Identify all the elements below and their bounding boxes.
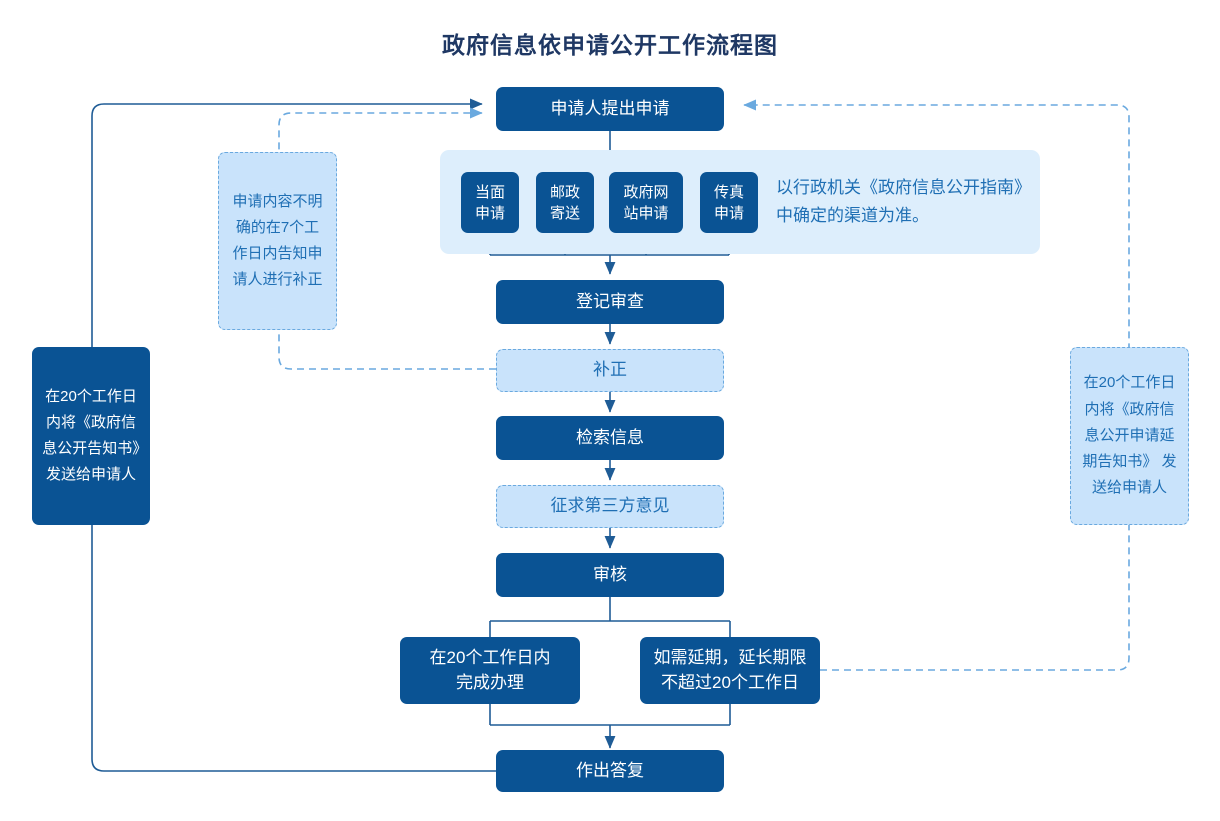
node-third-party-opinion-label: 征求第三方意见: [550, 496, 670, 516]
node-review-label: 审核: [593, 564, 627, 584]
node-reply-label: 作出答复: [576, 760, 644, 780]
node-review[interactable]: 审核: [496, 553, 724, 597]
node-retrieve-info[interactable]: 检索信息: [496, 416, 724, 460]
node-extension[interactable]: 如需延期，延长期限 不超过20个工作日: [640, 637, 820, 704]
channel-label-line2: 站申请: [623, 204, 669, 222]
note-disclosure-notice-text: 在20个工作日内将《政府信息公开告知书》发送给申请人: [42, 387, 140, 484]
node-retrieve-info-label: 检索信息: [576, 427, 644, 447]
note-amend-within-7-days-text: 申请内容不明确的在7个工作日内告知申请人进行补正: [232, 192, 323, 289]
finish-line2: 完成办理: [455, 672, 524, 692]
note-amend-within-7-days[interactable]: 申请内容不明确的在7个工作日内告知申请人进行补正: [218, 152, 337, 330]
page-title: 政府信息依申请公开工作流程图: [442, 32, 778, 58]
node-channel-website[interactable]: 政府网 站申请: [609, 172, 683, 233]
node-channel-postal[interactable]: 邮政 寄送: [536, 172, 594, 233]
channel-label-line1: 政府网: [623, 183, 669, 201]
extend-line2: 不超过20个工作日: [661, 672, 799, 692]
channel-label-line1: 当面: [474, 183, 505, 201]
channel-caption: 以行政机关《政府信息公开指南》 中确定的渠道为准。: [776, 174, 1038, 230]
channel-label-line2: 寄送: [549, 204, 580, 222]
node-finish-within-20-days[interactable]: 在20个工作日内 完成办理: [400, 637, 580, 704]
node-register-review[interactable]: 登记审查: [496, 280, 724, 324]
channel-label-line1: 传真: [713, 183, 744, 201]
node-channel-fax[interactable]: 传真 申请: [700, 172, 758, 233]
extend-line1: 如需延期，延长期限: [653, 647, 807, 667]
node-third-party-opinion[interactable]: 征求第三方意见: [496, 485, 724, 528]
note-disclosure-notice[interactable]: 在20个工作日内将《政府信息公开告知书》发送给申请人: [32, 347, 150, 525]
note-extension-notice[interactable]: 在20个工作日内将《政府信息公开申请延期告知书》 发送给申请人: [1070, 347, 1189, 525]
channel-label-line2: 申请: [474, 204, 505, 222]
node-channel-in-person[interactable]: 当面 申请: [461, 172, 519, 233]
channel-caption-line1: 以行政机关《政府信息公开指南》: [776, 178, 1031, 197]
node-amend-label: 补正: [593, 360, 627, 380]
channel-label-line1: 邮政: [549, 183, 580, 201]
node-apply-label: 申请人提出申请: [550, 98, 670, 118]
node-amend[interactable]: 补正: [496, 349, 724, 392]
channel-label-line2: 申请: [713, 204, 744, 222]
note-extension-notice-text: 在20个工作日内将《政府信息公开申请延期告知书》 发送给申请人: [1082, 374, 1177, 497]
node-register-review-label: 登记审查: [576, 291, 644, 311]
finish-line1: 在20个工作日内: [429, 647, 551, 667]
node-apply[interactable]: 申请人提出申请: [496, 87, 724, 131]
node-reply[interactable]: 作出答复: [496, 750, 724, 792]
channel-caption-line2: 中确定的渠道为准。: [776, 206, 929, 226]
